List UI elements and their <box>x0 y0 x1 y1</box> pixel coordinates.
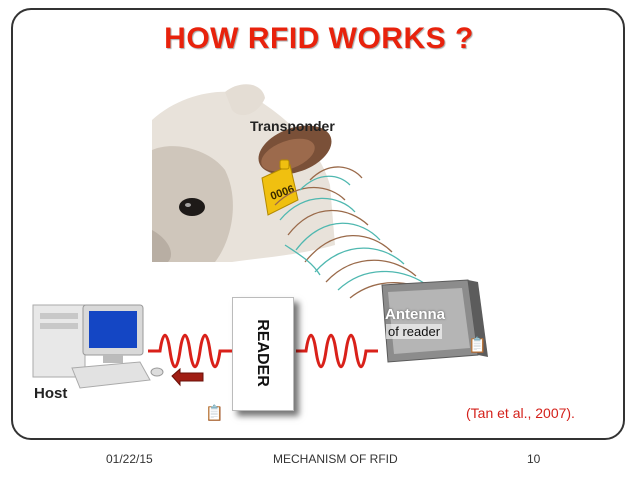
footer-title: MECHANISM OF RFID <box>273 452 398 466</box>
footer-page-number: 10 <box>527 452 541 466</box>
host-label: Host <box>34 385 68 402</box>
citation: (Tan et al., 2007). <box>466 405 575 421</box>
signal-wave-icon <box>148 333 232 369</box>
signal-wave-icon <box>296 333 378 369</box>
ear-tag-icon: 0006 <box>261 159 299 216</box>
reader-label: READER <box>254 319 271 387</box>
antenna-label: Antenna <box>385 306 445 323</box>
arrow-left-icon <box>171 367 204 387</box>
note-icon[interactable]: 📋 <box>205 405 224 422</box>
reader-box <box>232 297 294 411</box>
antenna-sub-label: of reader <box>386 324 443 339</box>
computer-icon <box>32 304 164 389</box>
antenna-device-icon <box>381 279 488 363</box>
transponder-label: Transponder <box>250 118 335 134</box>
footer-date: 01/22/15 <box>106 452 153 466</box>
note-icon[interactable]: 📋 <box>468 337 487 354</box>
slide-title: HOW RFID WORKS ? <box>164 22 474 55</box>
cow-photo <box>152 84 352 266</box>
